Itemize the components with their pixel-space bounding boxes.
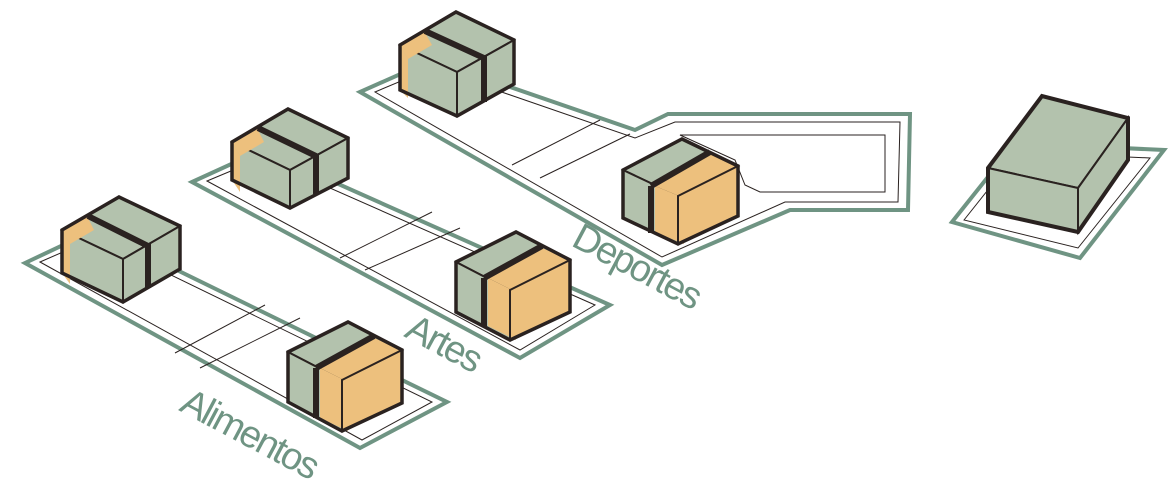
building-block (986, 93, 1130, 236)
stand-deportes-front (620, 137, 741, 246)
stand-deportes-back (397, 10, 517, 118)
standalone-building (948, 93, 1168, 261)
stand-alimentos-back (59, 195, 183, 304)
stand-artes-front (453, 230, 573, 342)
zone-deportes (355, 10, 913, 268)
zone-artes (187, 107, 615, 361)
stand-artes-back (229, 107, 351, 210)
stand-alimentos-front (285, 320, 405, 433)
zone-alimentos (20, 195, 452, 451)
